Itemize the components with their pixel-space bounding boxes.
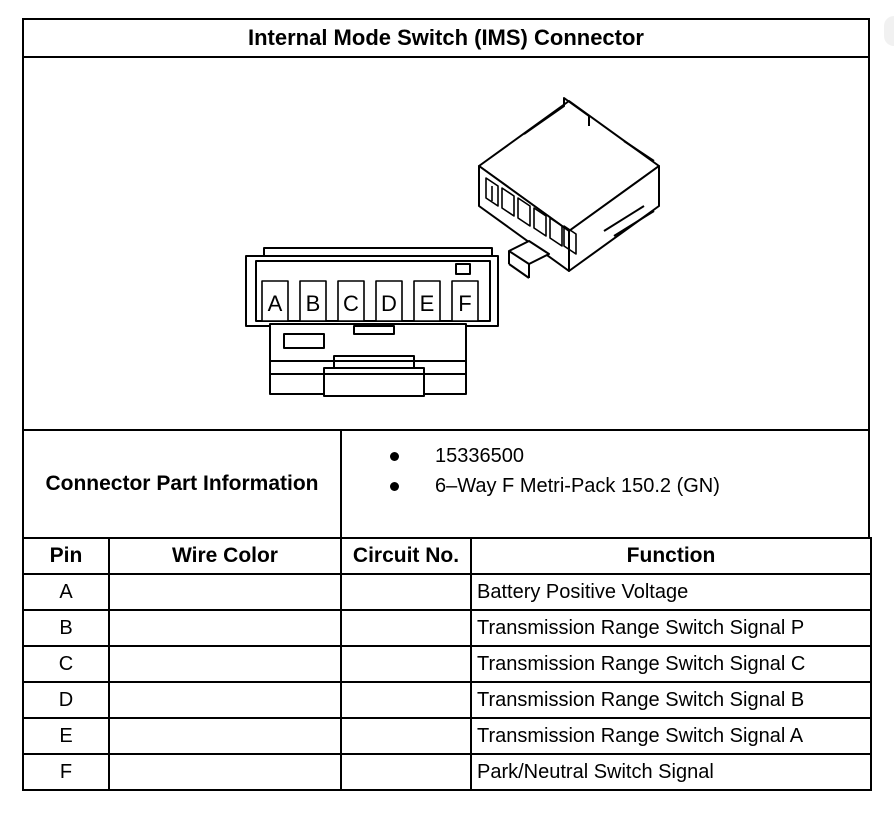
table-row: F Park/Neutral Switch Signal	[22, 753, 872, 791]
pin-cell: E	[22, 717, 110, 755]
pin-cell: D	[22, 681, 110, 719]
part-number-item: 15336500	[390, 445, 524, 468]
connector-sheet: Internal Mode Switch (IMS) Connector	[22, 18, 872, 804]
circuit-no-cell	[340, 573, 472, 611]
sheet-title: Internal Mode Switch (IMS) Connector	[22, 18, 870, 58]
circuit-no-cell	[340, 645, 472, 683]
connector-drawing: A B C D E F	[245, 97, 660, 397]
function-column-header: Function	[470, 537, 872, 575]
cavity-label-e: E	[420, 291, 435, 316]
pin-cell: F	[22, 753, 110, 791]
wire-color-cell	[108, 645, 342, 683]
pin-cell: B	[22, 609, 110, 647]
table-header-row: Pin Wire Color Circuit No. Function	[22, 537, 872, 575]
connector-illustration: A B C D E F	[22, 56, 870, 431]
function-cell: Park/Neutral Switch Signal	[470, 753, 872, 791]
function-cell: Transmission Range Switch Signal C	[470, 645, 872, 683]
pinout-table: Pin Wire Color Circuit No. Function A Ba…	[22, 537, 872, 791]
page-corner-mark	[884, 16, 894, 46]
part-info-label: Connector Part Information	[22, 429, 342, 539]
wire-color-cell	[108, 681, 342, 719]
table-row: D Transmission Range Switch Signal B	[22, 681, 872, 719]
pin-column-header: Pin	[22, 537, 110, 575]
connector-3d-view	[478, 97, 660, 279]
cavity-label-c: C	[343, 291, 359, 316]
part-description: 6–Way F Metri-Pack 150.2 (GN)	[435, 475, 720, 497]
circuit-no-column-header: Circuit No.	[340, 537, 472, 575]
wire-color-cell	[108, 717, 342, 755]
connector-front-view	[245, 247, 499, 397]
pin-cell: A	[22, 573, 110, 611]
table-row: C Transmission Range Switch Signal C	[22, 645, 872, 683]
part-number: 15336500	[435, 445, 524, 467]
cavity-label-f: F	[458, 291, 471, 316]
function-cell: Transmission Range Switch Signal A	[470, 717, 872, 755]
bullet-icon	[390, 482, 399, 491]
cavity-label-d: D	[381, 291, 397, 316]
function-cell: Battery Positive Voltage	[470, 573, 872, 611]
circuit-no-cell	[340, 681, 472, 719]
wire-color-cell	[108, 609, 342, 647]
part-type-item: 6–Way F Metri-Pack 150.2 (GN)	[390, 475, 720, 498]
table-row: A Battery Positive Voltage	[22, 573, 872, 611]
function-cell: Transmission Range Switch Signal P	[470, 609, 872, 647]
pin-cell: C	[22, 645, 110, 683]
cavity-label-b: B	[306, 291, 321, 316]
function-cell: Transmission Range Switch Signal B	[470, 681, 872, 719]
circuit-no-cell	[340, 753, 472, 791]
wire-color-cell	[108, 573, 342, 611]
circuit-no-cell	[340, 717, 472, 755]
part-info-list: 15336500 6–Way F Metri-Pack 150.2 (GN)	[340, 429, 870, 539]
wire-color-cell	[108, 753, 342, 791]
table-row: E Transmission Range Switch Signal A	[22, 717, 872, 755]
wire-color-column-header: Wire Color	[108, 537, 342, 575]
bullet-icon	[390, 452, 399, 461]
table-row: B Transmission Range Switch Signal P	[22, 609, 872, 647]
circuit-no-cell	[340, 609, 472, 647]
cavity-label-a: A	[268, 291, 283, 316]
